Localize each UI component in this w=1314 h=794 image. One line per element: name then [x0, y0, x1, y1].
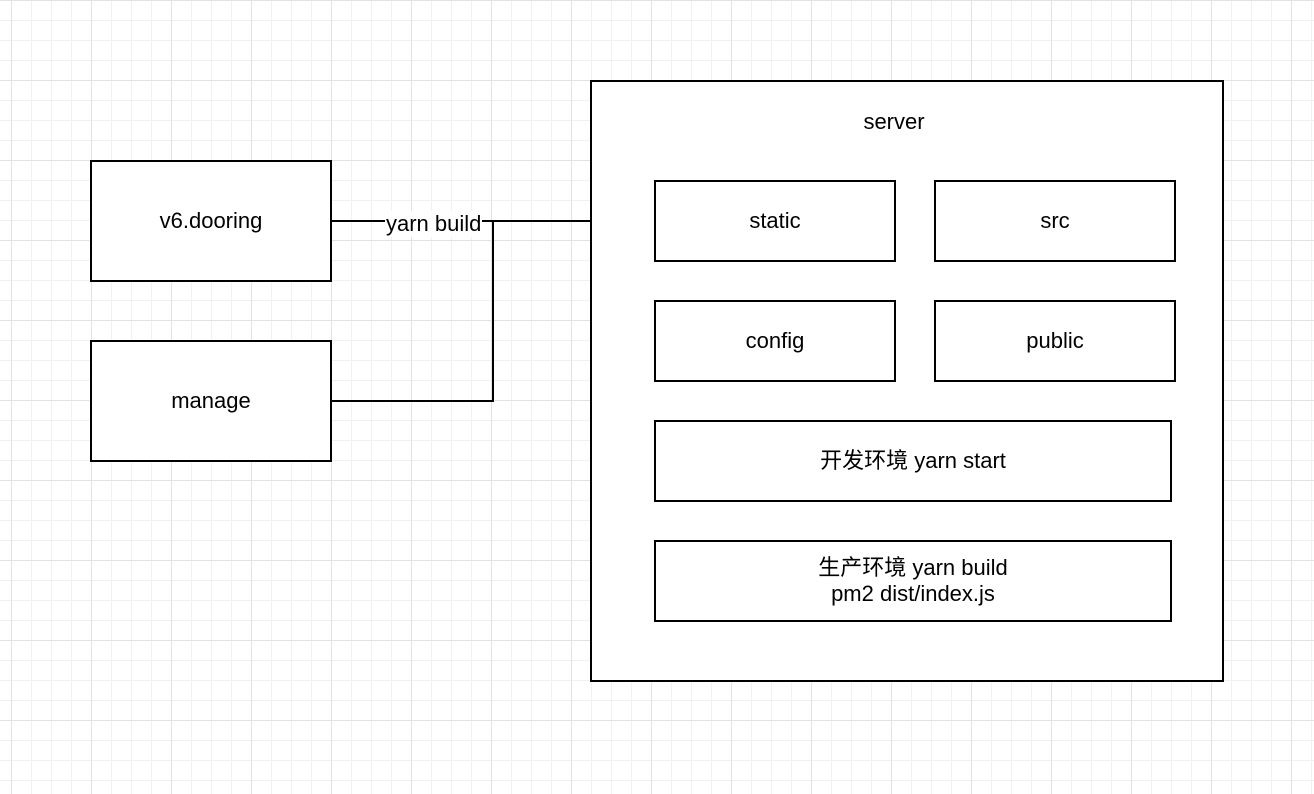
- node-prod-env[interactable]: 生产环境 yarn build pm2 dist/index.js: [654, 540, 1172, 622]
- node-label: v6.dooring: [159, 208, 263, 233]
- node-label: public: [1026, 328, 1084, 353]
- node-label: static: [749, 208, 801, 233]
- server-title: server: [863, 109, 925, 134]
- node-static[interactable]: static: [654, 180, 896, 262]
- node-label-line2: pm2 dist/index.js: [831, 581, 995, 606]
- node-label: config: [745, 328, 805, 353]
- node-v6-dooring[interactable]: v6.dooring: [90, 160, 332, 282]
- node-manage[interactable]: manage: [90, 340, 332, 462]
- node-label: manage: [171, 388, 251, 413]
- node-dev-env[interactable]: 开发环境 yarn start: [654, 420, 1172, 502]
- edge-label-yarn-build: yarn build: [385, 211, 483, 237]
- node-public[interactable]: public: [934, 300, 1176, 382]
- node-label-line1: 生产环境 yarn build: [818, 555, 1008, 580]
- node-label: 开发环境 yarn start: [820, 448, 1006, 473]
- edge-manage-to-static[interactable]: [331, 221, 494, 402]
- node-src[interactable]: src: [934, 180, 1176, 262]
- node-label: src: [1040, 208, 1070, 233]
- node-config[interactable]: config: [654, 300, 896, 382]
